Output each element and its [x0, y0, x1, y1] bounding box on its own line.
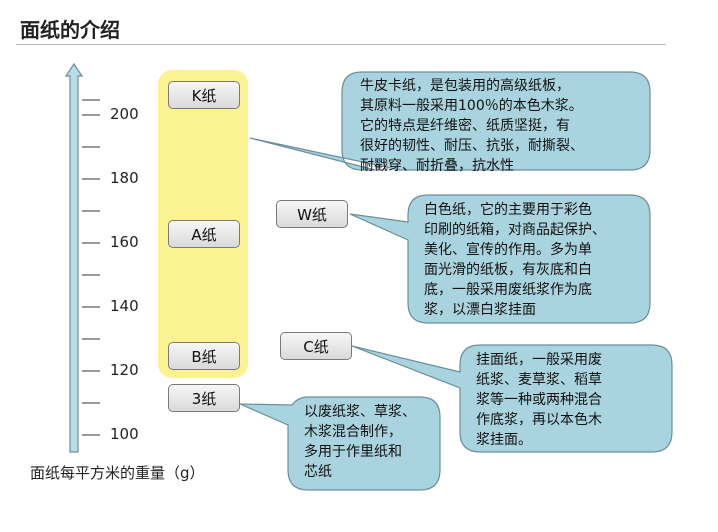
callout-k-bubble: [249, 71, 651, 171]
callout-c-bubble: [351, 344, 673, 453]
chip-b-paper: B纸: [168, 342, 240, 370]
axis-caption: 面纸每平方米的重量（g）: [30, 464, 205, 482]
axis-ticks: [82, 99, 100, 436]
callout-three-bubble: [239, 396, 441, 491]
chip-three-paper: 3纸: [168, 384, 240, 412]
tick-label-100: 100: [110, 425, 139, 443]
chip-a-paper: A纸: [168, 220, 240, 248]
tick-label-160: 160: [110, 233, 139, 251]
chip-k-paper: K纸: [168, 81, 240, 109]
callout-w-text: 白色纸，它的主要用于彩色 印刷的纸箱，对商品起保护、 美化、宣传的作用。多为单 …: [424, 202, 606, 318]
chip-c-paper: C纸: [280, 332, 352, 360]
callout-k-text: 牛皮卡纸，是包装用的高级纸板， 其原料一般采用100％的本色木浆。 它的特点是纤…: [360, 78, 584, 174]
tick-label-120: 120: [110, 361, 139, 379]
title-divider: [16, 44, 666, 45]
chip-w-paper: W纸: [276, 200, 348, 228]
callout-c-text: 挂面纸，一般采用废 纸浆、麦草浆、稻草 浆等一种或两种混合 作底浆，再以本色木 …: [476, 352, 602, 448]
page-title: 面纸的介绍: [20, 18, 120, 42]
callout-three-text: 以废纸浆、草浆、 木浆混合制作， 多用于作里纸和 芯纸: [304, 404, 416, 480]
callout-w-bubble: [349, 194, 651, 324]
axis-arrow: [64, 62, 84, 453]
tick-label-180: 180: [110, 169, 139, 187]
tick-label-140: 140: [110, 297, 139, 315]
tick-label-200: 200: [110, 105, 139, 123]
